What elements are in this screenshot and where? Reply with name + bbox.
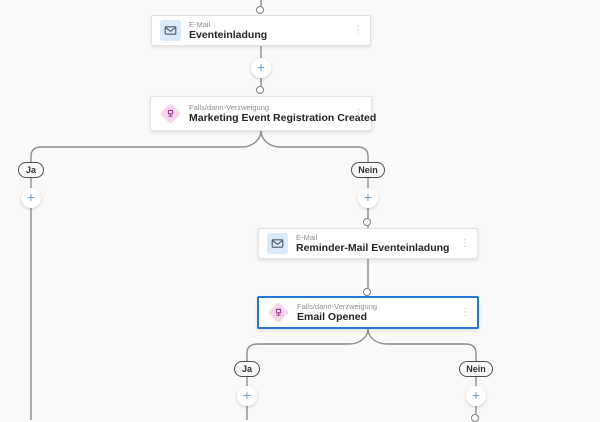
node-type-label: Falls/dann-Verzweigung: [297, 301, 378, 311]
node-condition-marketing-event-registration[interactable]: Falls/dann-Verzweigung Marketing Event R…: [150, 96, 377, 131]
branch-line-yes: [246, 328, 369, 361]
node-condition-email-opened[interactable]: Falls/dann-Verzweigung Email Opened ⋮: [257, 296, 479, 329]
node-title: Reminder-Mail Eventeinladung: [296, 241, 450, 254]
more-options-icon[interactable]: ⋮: [354, 107, 364, 119]
branch-line-no: [260, 130, 369, 162]
add-tile-button[interactable]: +: [358, 188, 378, 208]
more-options-icon[interactable]: ⋮: [353, 24, 363, 36]
branch-line-yes: [30, 130, 262, 162]
add-tile-button[interactable]: +: [251, 58, 271, 78]
more-options-icon[interactable]: ⋮: [460, 306, 470, 318]
branch-label-ja: Ja: [234, 361, 260, 377]
connector-port: [363, 217, 371, 226]
add-tile-button[interactable]: +: [237, 386, 257, 406]
node-type-label: E-Mail: [189, 19, 211, 29]
add-tile-button[interactable]: +: [21, 188, 41, 208]
branch-label-ja: Ja: [18, 162, 44, 178]
connector-port: [363, 287, 371, 296]
more-options-icon[interactable]: ⋮: [460, 237, 470, 249]
add-tile-button[interactable]: +: [466, 386, 486, 406]
node-email-eventeinladung[interactable]: E-Mail Eventeinladung ⋮: [151, 15, 371, 46]
branch-label-nein: Nein: [459, 361, 493, 377]
node-title: Marketing Event Registration Created: [189, 111, 377, 124]
email-icon: [160, 20, 181, 41]
branch-line-no: [367, 328, 477, 361]
branch-icon: [267, 301, 289, 324]
node-title: Email Opened: [297, 310, 368, 323]
branch-label-nein: Nein: [351, 162, 385, 178]
node-title: Eventeinladung: [189, 28, 268, 41]
branch-icon: [159, 102, 181, 125]
node-email-reminder[interactable]: E-Mail Reminder-Mail Eventeinladung ⋮: [258, 228, 478, 259]
email-icon: [267, 233, 288, 254]
connector-port: [256, 5, 264, 14]
node-type-label: Falls/dann-Verzweigung: [189, 102, 270, 112]
connector-port: [471, 413, 479, 422]
node-type-label: E-Mail: [296, 232, 318, 242]
connector-port: [256, 86, 264, 94]
